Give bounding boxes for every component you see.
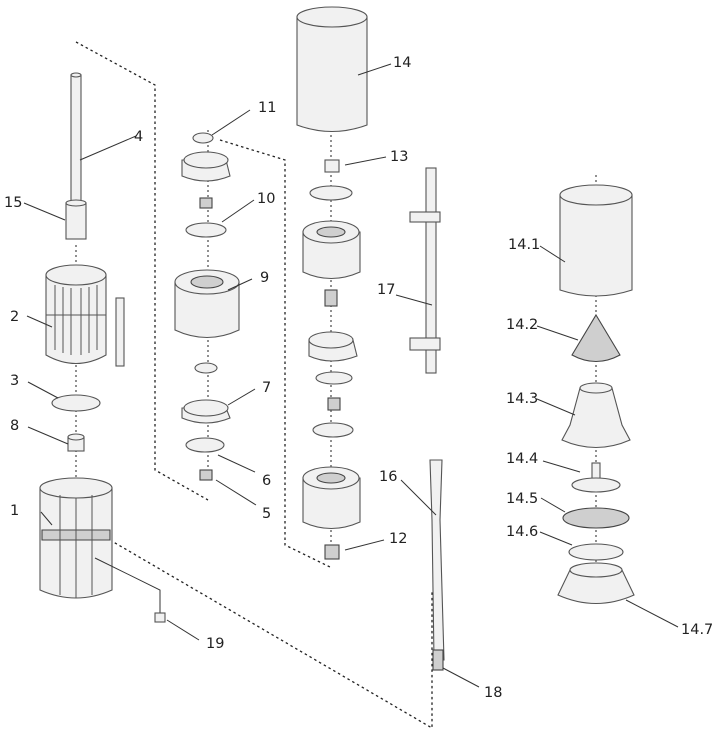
strainer-part [45, 264, 125, 367]
part-labels: 1 2 3 4 5 6 7 8 9 10 11 12 13 14 14.1 14… [4, 55, 713, 701]
label-part-14: 14 [393, 55, 411, 71]
label-part-14-6: 14.6 [506, 524, 538, 540]
shaft-part [70, 72, 82, 206]
label-part-14-2: 14.2 [506, 317, 538, 333]
label-part-2: 2 [10, 309, 19, 325]
label-part-17: 17 [377, 282, 395, 298]
cable-guard-parts [409, 167, 445, 671]
bush-part [67, 433, 85, 452]
label-part-14-5: 14.5 [506, 491, 538, 507]
label-part-13: 13 [390, 149, 408, 165]
label-part-11: 11 [258, 100, 276, 116]
ring-part [51, 394, 101, 412]
leader-lines [23, 63, 679, 688]
label-part-9: 9 [260, 270, 269, 286]
label-part-14-1: 14.1 [508, 237, 540, 253]
label-part-14-4: 14.4 [506, 451, 538, 467]
label-part-12: 12 [389, 531, 407, 547]
label-part-4: 4 [134, 129, 143, 145]
label-part-7: 7 [262, 380, 271, 396]
lower-stage-stack [296, 6, 368, 560]
label-part-19: 19 [206, 636, 224, 652]
coupling-part [65, 199, 87, 240]
label-part-14-7: 14.7 [681, 622, 713, 638]
assembly-guides [75, 41, 597, 730]
label-part-5: 5 [262, 506, 271, 522]
label-part-15: 15 [4, 195, 22, 211]
label-part-16: 16 [379, 469, 397, 485]
suction-casing-part [39, 477, 113, 599]
cable-part [94, 557, 166, 623]
upper-stage-stack [174, 132, 240, 481]
label-part-10: 10 [257, 191, 275, 207]
label-part-18: 18 [484, 685, 502, 701]
label-part-1: 1 [10, 503, 19, 519]
valve-assembly [557, 184, 635, 604]
label-part-14-3: 14.3 [506, 391, 538, 407]
label-part-6: 6 [262, 473, 271, 489]
label-part-3: 3 [10, 373, 19, 389]
label-part-8: 8 [10, 418, 19, 434]
